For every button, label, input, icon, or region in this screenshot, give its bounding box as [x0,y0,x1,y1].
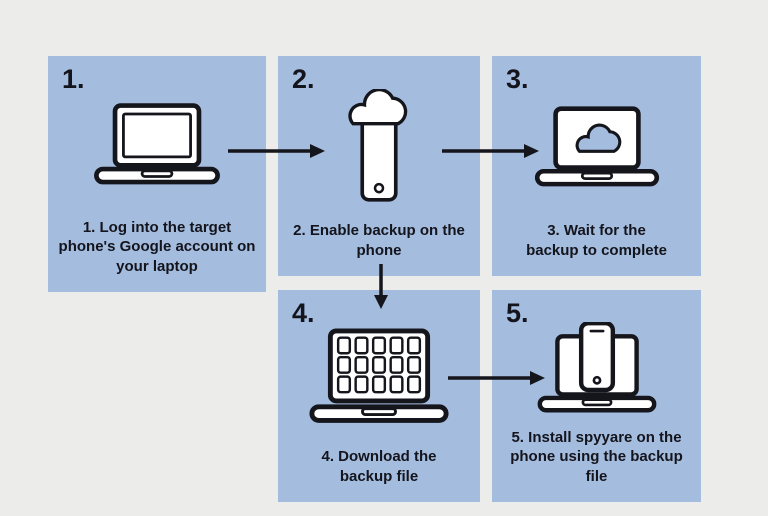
step-caption: 5. Install spyyare on the phone using th… [510,428,683,485]
laptop-cloud-icon [492,56,701,221]
step-caption: 1. Log into the target phone's Google ac… [58,218,256,275]
step-number: 3. [506,64,529,94]
step-caption: 4. Download the backup file [321,448,437,485]
arrow-step2-to-step4 [374,264,388,309]
step-panel-3: 3. 3. Wait for the backup to complete [492,56,701,276]
step-panel-4: 4. 4. Download the backup file [278,290,480,502]
laptop-backup-grid-icon [278,290,480,447]
step-panel-5: 5. 5. Install spyyare on the phone using… [492,290,701,502]
step-number: 5. [506,298,529,328]
step-number: 1. [62,64,85,94]
step-number: 2. [292,64,315,94]
step-number: 4. [292,298,315,328]
phone-cloud-backup-icon [278,56,480,221]
step-panel-1: 1. 1. Log into the target phone's Google… [48,56,266,292]
step-panel-2: 2. 2. Enable backup on the phone [278,56,480,276]
arrow-step4-to-step5 [448,371,545,385]
arrow-step2-to-step3 [442,144,539,158]
arrow-step1-to-step2 [228,144,325,158]
step-caption: 3. Wait for the backup to complete [526,222,667,259]
laptop-icon [48,56,266,218]
step-caption: 2. Enable backup on the phone [293,222,465,259]
laptop-phone-icon [492,290,701,428]
